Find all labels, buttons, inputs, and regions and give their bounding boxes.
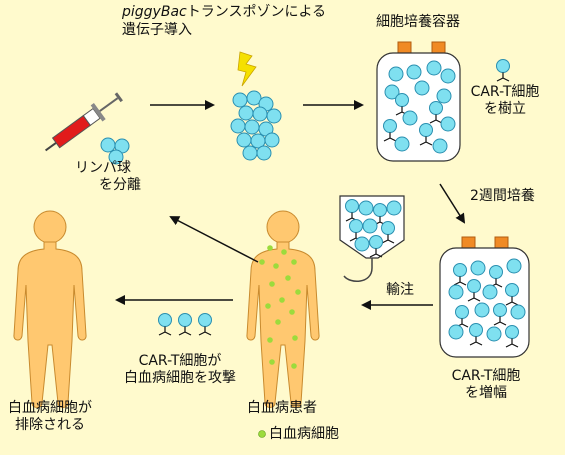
car-t-established-label: CAR-T細胞を樹立	[467, 84, 543, 118]
attack-line2: 白血病細胞を攻撃	[124, 370, 236, 386]
infusion-bag-icon	[339, 195, 405, 282]
gene-transfer-label: 遺伝子導入	[122, 22, 192, 38]
car-t-expand-line2: を増幅	[465, 385, 507, 401]
car-t-expand-label: CAR-T細胞を増幅	[441, 368, 531, 402]
culture-flask-icon	[439, 236, 530, 358]
culture-flask-icon	[376, 41, 461, 162]
car-t-cell-icon	[157, 312, 213, 336]
lymphocyte-line1: リンパ球	[75, 160, 131, 176]
attack-line1: CAR-T細胞が	[138, 353, 222, 369]
eliminated-line1: 白血病細胞が	[8, 400, 92, 416]
lymphocyte-line2: を分離	[99, 177, 141, 193]
two-week-culture-label: 2週間培養	[470, 188, 535, 204]
car-t-established-line2: を樹立	[484, 101, 526, 117]
culture-vessel-label: 細胞培養容器	[376, 14, 460, 30]
syringe-icon	[45, 92, 123, 152]
lymphocyte-label: リンパ球を分離	[75, 160, 141, 194]
arrow-icon	[115, 100, 466, 310]
eliminated-label: 白血病細胞が排除される	[0, 400, 100, 434]
human-figure-icon	[246, 210, 320, 408]
leukemia-cell-legend-dot	[258, 430, 266, 438]
patient-label: 白血病患者	[247, 400, 317, 416]
car-t-established-line1: CAR-T細胞	[470, 84, 540, 100]
human-figure-icon	[13, 210, 87, 408]
leukemia-cell-legend-label: 白血病細胞	[269, 426, 339, 442]
transposon-rest: トランスポゾンによる	[186, 4, 327, 20]
car-t-cell-icon	[495, 58, 511, 82]
car-t-expand-line1: CAR-T細胞	[451, 368, 521, 384]
eliminated-line2: 排除される	[15, 417, 85, 433]
transposon-name: piggyBac	[122, 4, 187, 20]
lightning-icon	[237, 51, 257, 87]
transposon-label: piggyBacトランスポゾンによる	[122, 4, 326, 21]
infusion-label: 輸注	[386, 282, 414, 298]
transfected-cell-cluster	[230, 90, 282, 161]
attack-label: CAR-T細胞が白血病細胞を攻撃	[115, 353, 245, 387]
